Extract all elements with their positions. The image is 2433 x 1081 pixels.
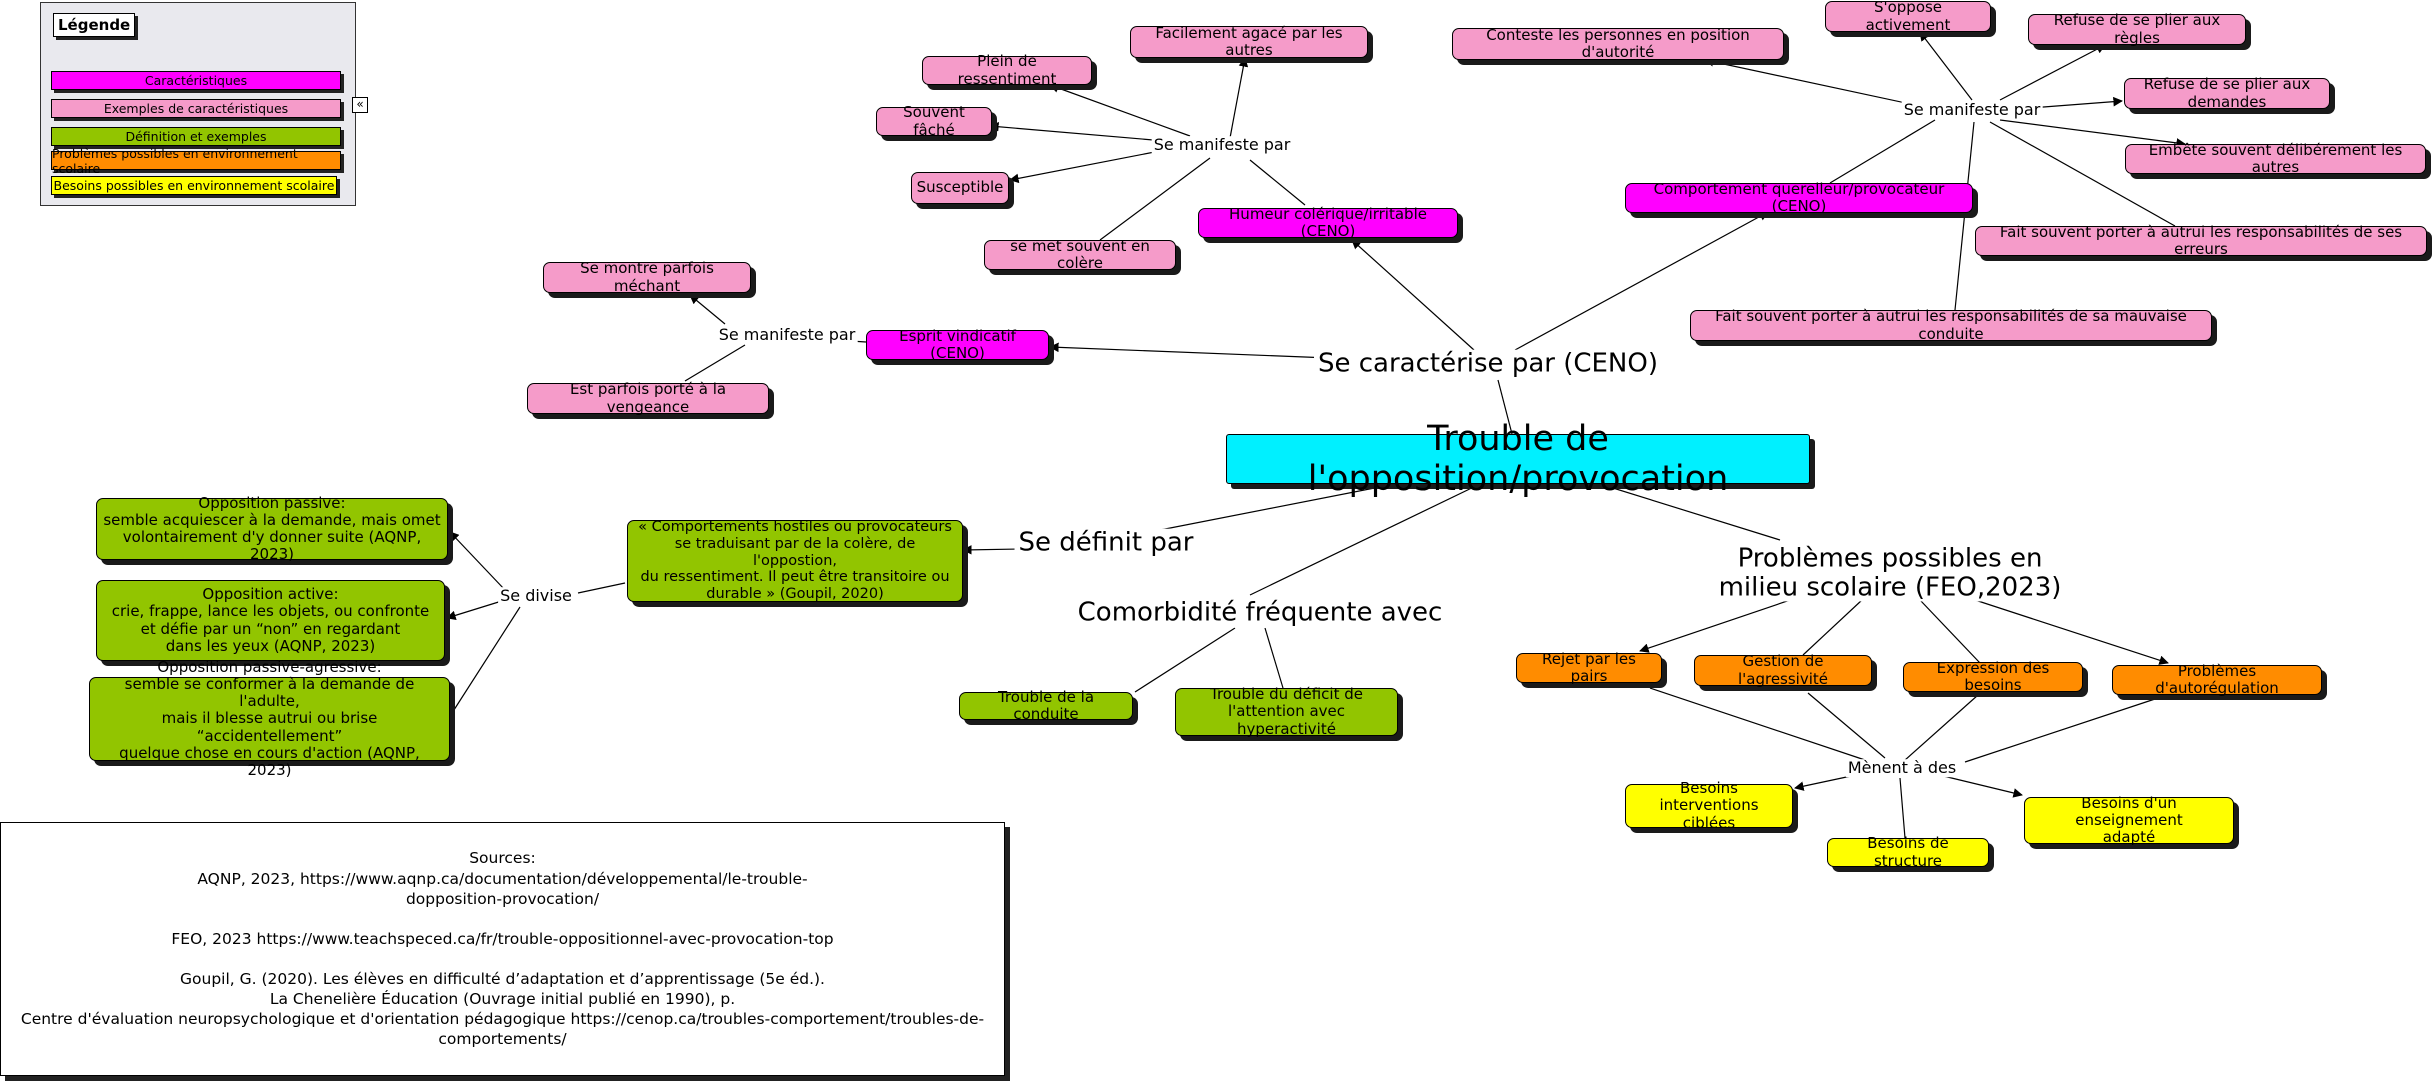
node-definition[interactable]: « Comportements hostiles ou provocateurs… [627,519,963,602]
link-label-comorbidite: Comorbidité fréquente avec [1073,599,1447,628]
source-line: FEO, 2023 https://www.teachspeced.ca/fr/… [171,929,834,948]
link-label-manifeste-comportement: Se manifeste par [1901,100,2043,120]
node-conteste[interactable]: Conteste les personnes en position d'aut… [1452,26,1784,61]
node-embete[interactable]: Embête souvent délibérement les autres [2125,141,2426,176]
node-colere[interactable]: se met souvent en colère [984,237,1176,272]
node-opposition-active[interactable]: Opposition active: crie, frappe, lance l… [96,580,445,661]
node-oppose[interactable]: S'oppose activement [1825,0,1991,33]
node-susceptible[interactable]: Susceptible [911,172,1009,204]
node-mechant[interactable]: Se montre parfois méchant [543,260,751,294]
source-line: AQNP, 2023, https://www.aqnp.ca/document… [197,869,808,888]
collapse-legend-icon[interactable]: « [352,97,368,113]
legend-item-caracteristiques: Caractéristiques [51,71,341,90]
link-label-caracterise: Se caractérise par (CENO) [1314,350,1662,379]
node-enseignement-adapte[interactable]: Besoins d'un enseignement adapté [2024,794,2234,846]
node-gestion-agressivite[interactable]: Gestion de l'agressivité [1694,653,1872,687]
node-demandes[interactable]: Refuse de se plier aux demandes [2124,76,2330,110]
node-interventions-ciblees[interactable]: Besoins interventions ciblées [1625,780,1793,831]
node-comportement[interactable]: Comportement querelleur/provocateur (CEN… [1625,180,1973,215]
node-ressentiment[interactable]: Plein de ressentiment [922,53,1092,87]
node-tdah[interactable]: Trouble du déficit de l'attention avec h… [1175,686,1398,737]
link-label-problemes: Problèmes possibles en milieu scolaire (… [1714,544,2066,602]
source-line: dopposition-provocation/ [405,889,600,908]
link-label-menent: Mènent à des [1845,758,1959,778]
legend-item-problemes: Problèmes possibles en environnement sco… [51,146,341,176]
node-trouble-conduite[interactable]: Trouble de la conduite [959,688,1133,723]
node-mauvaise-conduite[interactable]: Fait souvent porter à autrui les respons… [1690,308,2212,342]
sources-box: Sources: AQNP, 2023, https://www.aqnp.ca… [0,822,1005,1076]
legend-panel: Légende Caractéristiques Exemples de car… [40,2,356,206]
legend-item-besoins: Besoins possibles en environnement scola… [51,176,337,195]
link-label-manifeste-esprit: Se manifeste par [716,325,858,345]
sources-title: Sources: [469,849,536,868]
central-node[interactable]: Trouble de l'opposition/provocation [1226,419,1810,499]
node-autoregulation[interactable]: Problèmes d'autorégulation [2112,662,2322,697]
node-responsabilites[interactable]: Fait souvent porter à autrui les respons… [1975,223,2427,258]
node-agace[interactable]: Facilement agacé par les autres [1130,24,1368,59]
node-esprit[interactable]: Esprit vindicatif (CENO) [866,327,1049,362]
node-opposition-passive-agressive[interactable]: Opposition passive-agressive: semble se … [89,658,450,779]
node-humeur[interactable]: Humeur colérique/irritable (CENO) [1198,205,1458,240]
link-label-manifeste-humeur: Se manifeste par [1151,135,1293,155]
link-label-definit: Se définit par [1014,529,1198,558]
legend-item-definition: Définition et exemples [51,127,341,146]
legend-title: Légende [53,13,136,37]
node-rejet-pairs[interactable]: Rejet par les pairs [1516,650,1662,685]
source-line: La Chenelière Éducation (Ouvrage initial… [269,990,736,1009]
link-label-divise: Se divise [498,586,574,606]
node-opposition-passive[interactable]: Opposition passive: semble acquiescer à … [96,494,448,563]
node-expression-besoins[interactable]: Expression des besoins [1903,659,2083,694]
node-fache[interactable]: Souvent fâché [876,104,992,138]
source-line: Centre d'évaluation neuropsychologique e… [20,1010,985,1049]
node-besoins-structure[interactable]: Besoins de structure [1827,835,1989,869]
node-regles[interactable]: Refuse de se plier aux règles [2028,12,2246,46]
source-line: Goupil, G. (2020). Les élèves en difficu… [180,970,825,988]
legend-item-exemples: Exemples de caractéristiques [51,99,341,118]
node-vengeance[interactable]: Est parfois porté à la vengeance [527,381,769,415]
